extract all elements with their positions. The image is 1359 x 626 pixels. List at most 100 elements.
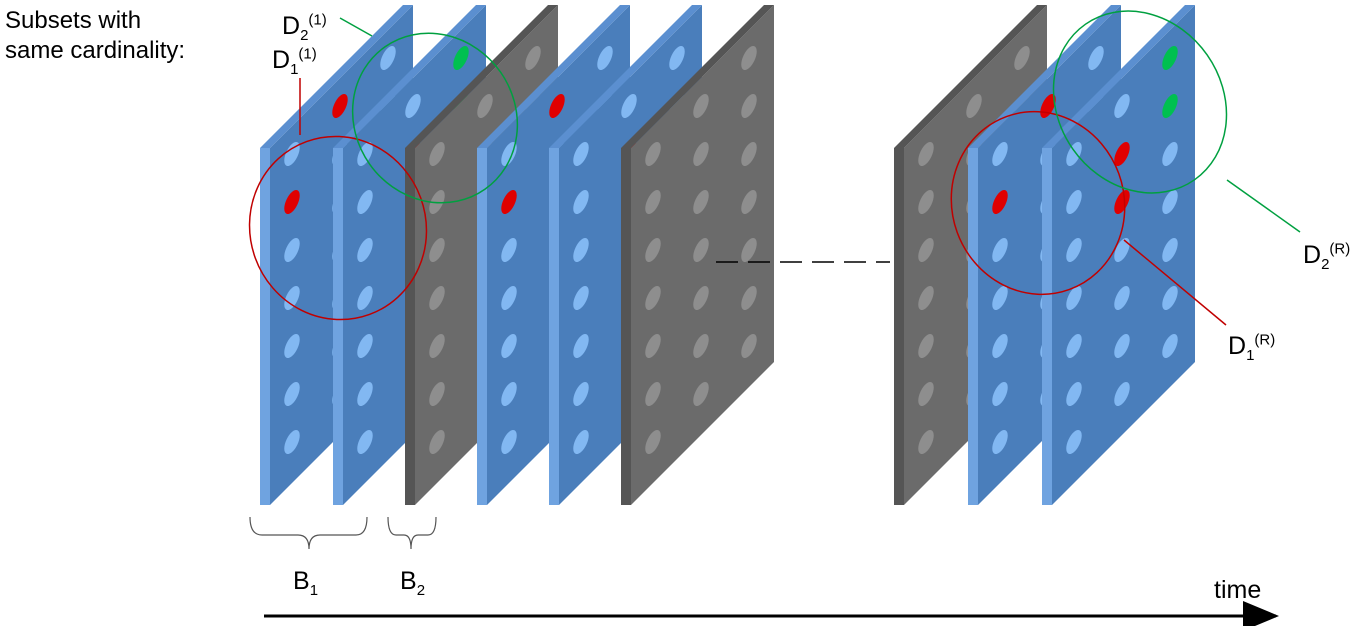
frame-dot: [992, 381, 1008, 407]
block-b1-label: B1: [293, 567, 319, 599]
frame-dot: [645, 429, 661, 455]
frame-dot: [1114, 237, 1130, 263]
frame-front-edge: [968, 148, 978, 505]
frame-dot: [918, 237, 934, 263]
frame-dot: [357, 285, 373, 311]
highlight-dot-red: [992, 189, 1008, 215]
frame-dot: [992, 285, 1008, 311]
frame-dot: [693, 93, 709, 119]
frame-dot: [693, 189, 709, 215]
frame-dot: [1114, 381, 1130, 407]
frame-dot: [645, 189, 661, 215]
time-axis-label: time: [1214, 576, 1262, 604]
frame-dot: [405, 93, 421, 119]
label-d1-r: D1(R): [1228, 331, 1276, 364]
highlight-dot-red: [501, 189, 517, 215]
frame-front-edge: [260, 148, 270, 505]
b2-brace: [387, 516, 437, 550]
frame-dot: [645, 285, 661, 311]
frame-top-edge: [260, 5, 413, 148]
label-d2-r: D2(R): [1303, 240, 1351, 273]
frame-dot: [357, 237, 373, 263]
frame-front-edge: [333, 148, 343, 505]
frame-dot: [1088, 45, 1104, 71]
frame-dot: [429, 141, 445, 167]
subset-d1-r-ellipse: [950, 110, 1126, 296]
highlight-dot-red: [332, 93, 348, 119]
frame-dot: [1114, 333, 1130, 359]
frame-dot: [918, 285, 934, 311]
frame-dot: [1162, 237, 1178, 263]
frame-dot: [1162, 333, 1178, 359]
frame-front-edge: [1042, 148, 1052, 505]
frame-top-edge: [894, 5, 1047, 148]
frame-dot: [1114, 93, 1130, 119]
frame-dot: [741, 45, 757, 71]
frame-dot: [501, 285, 517, 311]
frame-dot: [1066, 189, 1082, 215]
frame-dot: [918, 333, 934, 359]
frame-dot: [525, 45, 541, 71]
frame-dot: [429, 381, 445, 407]
heading-line2: same cardinality:: [5, 37, 186, 64]
frame-top-edge: [968, 5, 1121, 148]
block-b2-label: B2: [400, 567, 426, 599]
frame-dot: [1014, 45, 1030, 71]
frame-dot: [573, 189, 589, 215]
frame-dot: [966, 93, 982, 119]
frame-dot: [284, 333, 300, 359]
noise-frame: [621, 5, 774, 505]
highlight-dot-red: [549, 93, 565, 119]
frame-dot: [741, 93, 757, 119]
frame-dot: [1162, 285, 1178, 311]
highlight-dot-green: [1162, 45, 1178, 71]
frame-dot: [1066, 333, 1082, 359]
frame-dot: [741, 333, 757, 359]
frame-dot: [645, 381, 661, 407]
frame-top-edge: [621, 5, 774, 148]
highlight-dot-red: [284, 189, 300, 215]
frame-front-edge: [549, 148, 559, 505]
frame-dot: [501, 333, 517, 359]
highlight-dot-green: [1162, 93, 1178, 119]
d2-r-leader: [1226, 179, 1301, 233]
d1-r-leader: [1123, 239, 1227, 326]
frame-dot: [284, 237, 300, 263]
frame-dot: [1114, 285, 1130, 311]
frame-dot: [429, 429, 445, 455]
frame-front-edge: [405, 148, 415, 505]
frames: [260, 5, 1195, 505]
frame-dot: [573, 141, 589, 167]
b1-brace: [249, 516, 368, 550]
frame-dot: [992, 237, 1008, 263]
frame-dot: [284, 141, 300, 167]
frame-dot: [1066, 429, 1082, 455]
frame-dot: [741, 237, 757, 263]
heading-line1: Subsets with: [5, 7, 142, 34]
label-d1-1: D1(1): [272, 45, 317, 78]
label-d2-1: D2(1): [282, 11, 327, 44]
highlight-dot-red: [1114, 189, 1130, 215]
frame-dot: [741, 285, 757, 311]
frame-front-edge: [894, 148, 904, 505]
frame-dot: [284, 381, 300, 407]
frame-dot: [573, 285, 589, 311]
subset-d1-1-ellipse: [248, 135, 428, 321]
frame-dot: [645, 333, 661, 359]
frame-dot: [992, 333, 1008, 359]
frame-dot: [669, 45, 685, 71]
frame-dot: [992, 141, 1008, 167]
frame-dot: [357, 333, 373, 359]
frame-dot: [918, 381, 934, 407]
overlay: [248, 10, 1301, 626]
frame-dot: [621, 93, 637, 119]
frame-dot: [693, 381, 709, 407]
highlight-dot-green: [453, 45, 469, 71]
frame-top-edge: [1042, 5, 1195, 148]
frame-dot: [429, 333, 445, 359]
d2-1-leader: [339, 17, 373, 37]
frame-dot: [645, 141, 661, 167]
frame-dot: [357, 429, 373, 455]
frame-dot: [693, 285, 709, 311]
